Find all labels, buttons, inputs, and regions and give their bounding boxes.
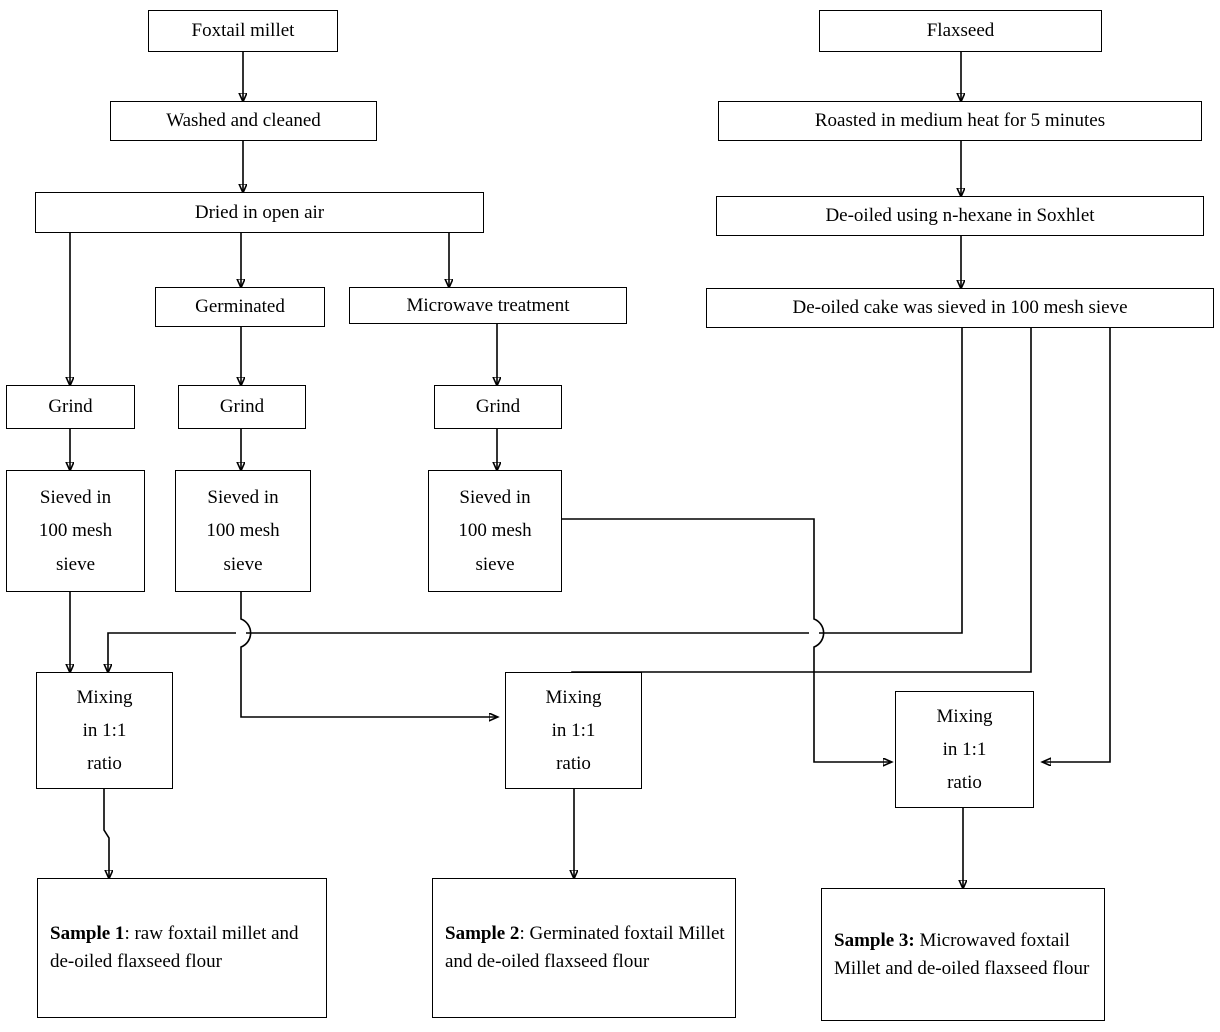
sample-2-strong: Sample 2 — [445, 923, 520, 945]
node-sieved-3[interactable]: Sieved in 100 mesh sieve — [428, 470, 562, 592]
node-deoiled-cake-sieved[interactable]: De-oiled cake was sieved in 100 mesh sie… — [706, 288, 1214, 328]
sample-1-strong: Sample 1 — [50, 923, 125, 945]
node-label-line-2: in 1:1 — [82, 719, 127, 741]
node-grind-1[interactable]: Grind — [6, 385, 135, 429]
node-deoiled-soxhlet[interactable]: De-oiled using n-hexane in Soxhlet — [716, 196, 1204, 236]
node-sample-3[interactable]: Sample 3: Microwaved foxtail Millet and … — [821, 888, 1105, 1021]
node-foxtail-millet[interactable]: Foxtail millet — [148, 10, 338, 52]
node-label-line-3: ratio — [87, 753, 122, 775]
node-grind-2[interactable]: Grind — [178, 385, 306, 429]
edge-mixing1-to-sample1 — [103, 789, 109, 878]
sample-1-rest: raw foxtail millet and de-oiled flaxseed… — [50, 923, 299, 972]
sample-3-strong: Sample 3: — [834, 929, 915, 951]
node-label: De-oiled cake was sieved in 100 mesh sie… — [792, 297, 1128, 319]
edge-sieved2-to-mixing2 — [240, 592, 497, 717]
node-mixing-2[interactable]: Mixing in 1:1 ratio — [505, 672, 642, 789]
node-label: Germinated — [195, 296, 285, 318]
sample-2-sep: : — [519, 923, 530, 945]
node-label: Roasted in medium heat for 5 minutes — [814, 110, 1106, 132]
node-label-line-1: Mixing — [545, 686, 602, 708]
sample-3-text: Sample 3: Microwaved foxtail Millet and … — [834, 927, 1096, 982]
node-label-line-3: sieve — [55, 553, 96, 575]
node-sieved-1[interactable]: Sieved in 100 mesh sieve — [6, 470, 145, 592]
node-label-line-1: Sieved in — [459, 487, 531, 509]
node-label: Foxtail millet — [191, 20, 295, 42]
node-label: Grind — [48, 396, 93, 418]
node-label: Dried in open air — [194, 201, 325, 223]
node-washed-and-cleaned[interactable]: Washed and cleaned — [110, 101, 377, 141]
node-roasted[interactable]: Roasted in medium heat for 5 minutes — [718, 101, 1202, 141]
node-label-line-1: Mixing — [76, 686, 133, 708]
node-label: Grind — [475, 396, 521, 418]
sample-1-text: Sample 1: raw foxtail millet and de-oile… — [50, 920, 318, 975]
edge-cake-to-mixing1 — [108, 328, 963, 672]
node-label-line-2: 100 mesh — [458, 520, 532, 542]
node-label-line-3: ratio — [947, 772, 982, 794]
node-germinated[interactable]: Germinated — [155, 287, 325, 327]
node-label-line-2: 100 mesh — [206, 520, 280, 542]
node-label: Flaxseed — [926, 20, 995, 42]
node-microwave-treatment[interactable]: Microwave treatment — [349, 287, 627, 324]
node-label-line-1: Sieved in — [39, 487, 112, 509]
node-mixing-3[interactable]: Mixing in 1:1 ratio — [895, 691, 1034, 808]
node-label-line-1: Sieved in — [207, 487, 279, 509]
node-flaxseed[interactable]: Flaxseed — [819, 10, 1102, 52]
node-sample-2[interactable]: Sample 2: Germinated foxtail Millet and … — [432, 878, 736, 1018]
sample-2-rest: Germinated foxtail Millet and de-oiled f… — [445, 923, 725, 972]
node-label-line-2: in 1:1 — [942, 738, 987, 760]
node-label-line-3: ratio — [556, 753, 591, 775]
node-dried-in-open-air[interactable]: Dried in open air — [35, 192, 484, 233]
node-label: Grind — [219, 396, 265, 418]
node-label: Microwave treatment — [406, 294, 570, 316]
node-label-line-1: Mixing — [936, 705, 993, 727]
edge-cake-to-mixing3 — [1043, 328, 1111, 762]
node-label: De-oiled using n-hexane in Soxhlet — [825, 205, 1095, 227]
node-grind-3[interactable]: Grind — [434, 385, 562, 429]
node-sample-1[interactable]: Sample 1: raw foxtail millet and de-oile… — [37, 878, 327, 1018]
node-mixing-1[interactable]: Mixing in 1:1 ratio — [36, 672, 173, 789]
node-label-line-2: 100 mesh — [38, 520, 113, 542]
node-label-line-2: in 1:1 — [551, 719, 596, 741]
sample-3-rest: Microwaved foxtail Millet and de-oiled f… — [834, 929, 1090, 979]
sample-1-sep: : — [124, 923, 135, 945]
sample-2-text: Sample 2: Germinated foxtail Millet and … — [445, 920, 727, 975]
node-sieved-2[interactable]: Sieved in 100 mesh sieve — [175, 470, 311, 592]
node-label: Washed and cleaned — [166, 110, 321, 132]
node-label-line-3: sieve — [223, 553, 263, 575]
node-label-line-3: sieve — [475, 553, 515, 575]
